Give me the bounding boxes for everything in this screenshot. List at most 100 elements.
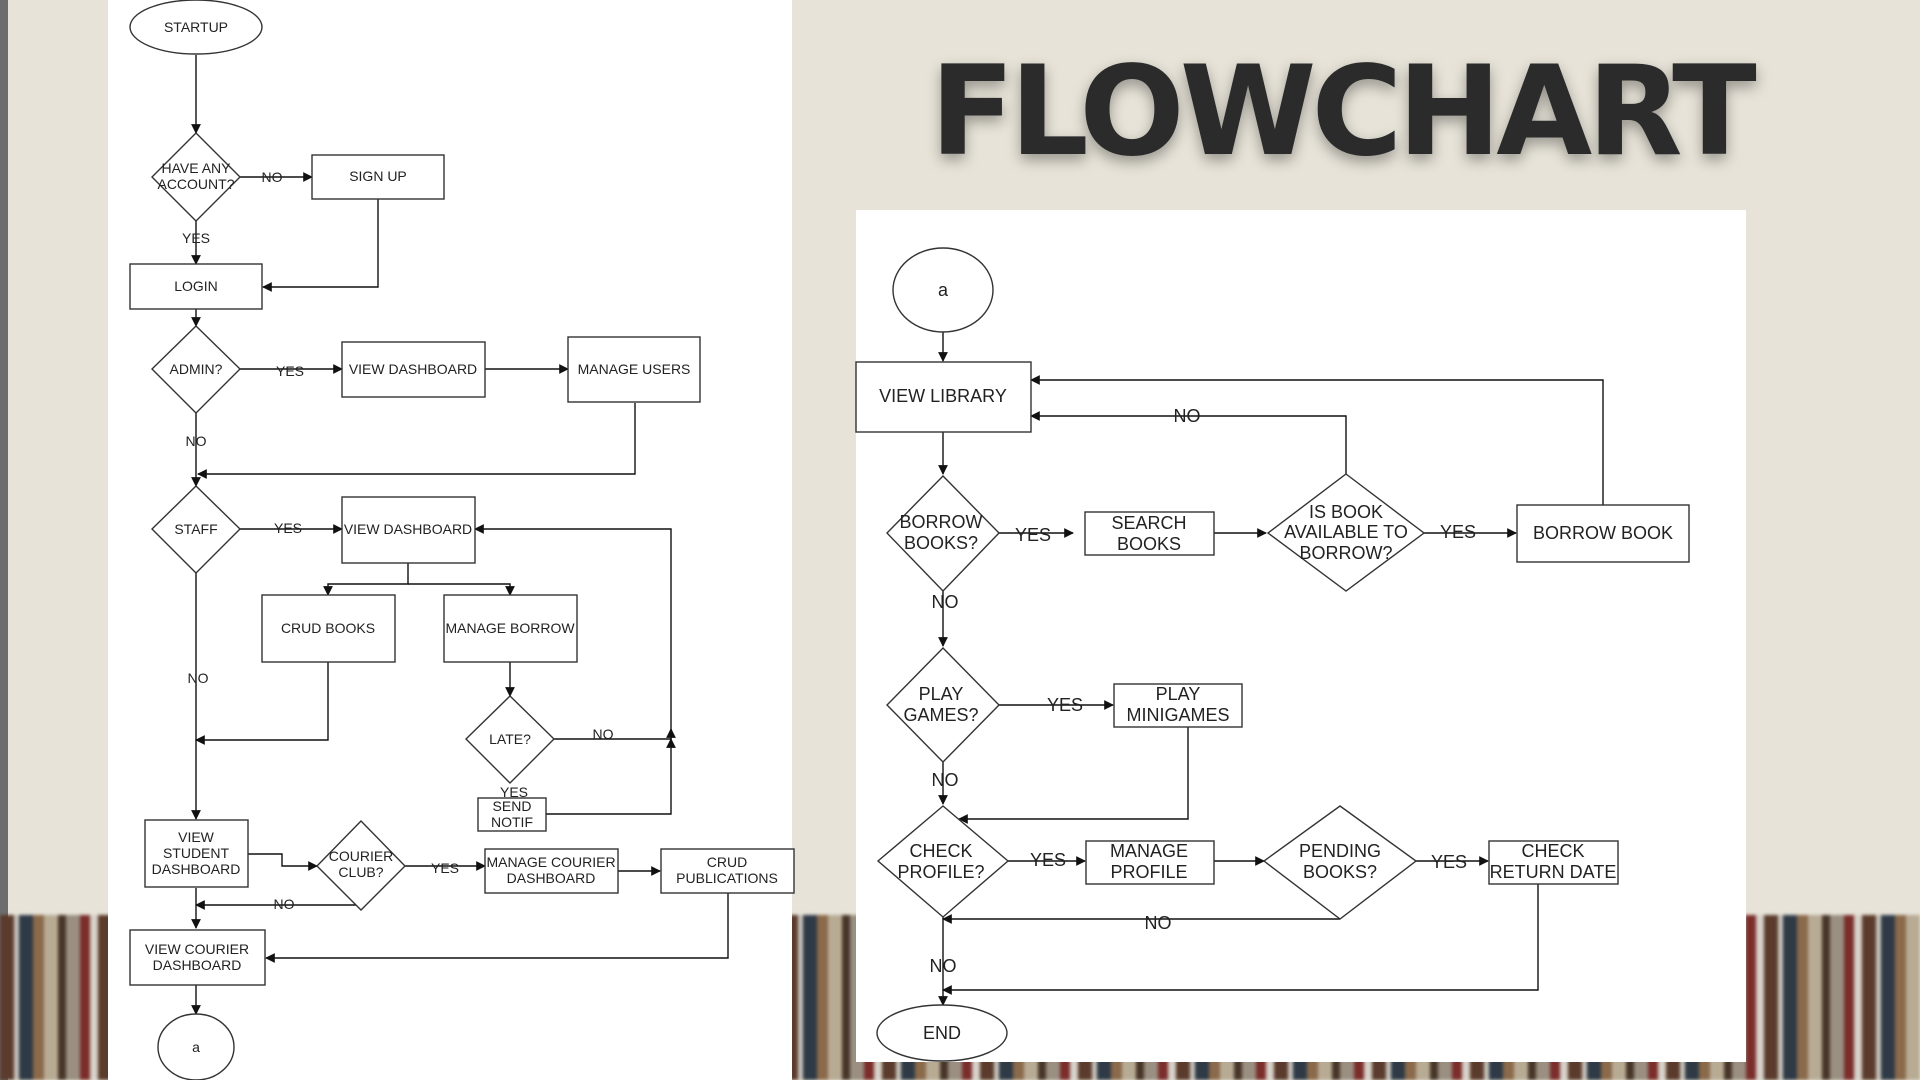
node-have-account-decision: HAVE ANY ACCOUNT? bbox=[151, 132, 241, 222]
node-startup: STARTUP bbox=[129, 0, 263, 55]
svg-text:AVAILABLE TO: AVAILABLE TO bbox=[1284, 522, 1408, 542]
node-crud-books: CRUD BOOKS bbox=[261, 594, 396, 663]
node-view-courier-dashboard: VIEW COURIER DASHBOARD bbox=[129, 929, 266, 986]
svg-text:MANAGE: MANAGE bbox=[1110, 841, 1188, 861]
node-search-books: SEARCH BOOKS bbox=[1084, 511, 1215, 556]
edge-label-yes: YES bbox=[276, 363, 304, 379]
right-nodes: a VIEW LIBRARY BORROW BOOKS? SEARCH BOOK… bbox=[855, 247, 1690, 1062]
node-manage-borrow: MANAGE BORROW bbox=[443, 594, 578, 663]
edge-label-yes: YES bbox=[431, 860, 459, 876]
svg-text:SEARCH: SEARCH bbox=[1111, 513, 1186, 533]
svg-text:CLUB?: CLUB? bbox=[338, 864, 383, 880]
svg-text:DASHBOARD: DASHBOARD bbox=[507, 870, 596, 886]
svg-text:DASHBOARD: DASHBOARD bbox=[152, 861, 241, 877]
svg-text:PUBLICATIONS: PUBLICATIONS bbox=[676, 870, 778, 886]
edge-label-no: NO bbox=[274, 896, 295, 912]
svg-text:BOOKS: BOOKS bbox=[1117, 534, 1181, 554]
node-manage-users: MANAGE USERS bbox=[567, 336, 701, 403]
svg-text:VIEW DASHBOARD: VIEW DASHBOARD bbox=[349, 361, 477, 377]
node-borrow-books-decision: BORROW BOOKS? bbox=[886, 475, 1000, 593]
edge-label-no: NO bbox=[932, 592, 959, 612]
slide-title: FLOWCHART bbox=[930, 40, 1757, 184]
svg-text:END: END bbox=[923, 1023, 961, 1043]
svg-text:COURIER: COURIER bbox=[329, 848, 394, 864]
left-edges bbox=[191, 55, 729, 1015]
svg-text:BOOKS?: BOOKS? bbox=[1303, 862, 1377, 882]
right-edge-labels: YES NO NO YES YES NO YES YES NO NO bbox=[930, 406, 1477, 976]
svg-text:BOOKS?: BOOKS? bbox=[904, 533, 978, 553]
svg-text:CHECK: CHECK bbox=[1521, 841, 1584, 861]
node-sign-up: SIGN UP bbox=[311, 154, 445, 200]
svg-text:PROFILE: PROFILE bbox=[1110, 862, 1187, 882]
node-end: END bbox=[876, 1004, 1008, 1062]
node-check-return-date: CHECK RETURN DATE bbox=[1488, 840, 1619, 885]
svg-text:STARTUP: STARTUP bbox=[164, 19, 228, 35]
node-courier-club-decision: COURIER CLUB? bbox=[316, 819, 406, 911]
svg-text:a: a bbox=[192, 1039, 200, 1055]
right-edges bbox=[938, 332, 1604, 1006]
node-crud-publications: CRUD PUBLICATIONS bbox=[660, 848, 795, 894]
svg-text:STUDENT: STUDENT bbox=[163, 845, 230, 861]
node-play-games-decision: PLAY GAMES? bbox=[886, 647, 1000, 763]
svg-text:VIEW LIBRARY: VIEW LIBRARY bbox=[879, 386, 1007, 406]
svg-text:VIEW: VIEW bbox=[178, 829, 215, 845]
svg-text:ACCOUNT?: ACCOUNT? bbox=[157, 176, 234, 192]
window-edge bbox=[0, 0, 8, 1080]
svg-text:MINIGAMES: MINIGAMES bbox=[1126, 705, 1229, 725]
svg-text:a: a bbox=[938, 280, 949, 300]
node-send-notif: SEND NOTIF bbox=[477, 797, 547, 832]
edge-label-yes: YES bbox=[274, 520, 302, 536]
node-view-library: VIEW LIBRARY bbox=[855, 361, 1032, 433]
svg-text:CRUD BOOKS: CRUD BOOKS bbox=[281, 620, 375, 636]
edge-label-no: NO bbox=[593, 726, 614, 742]
node-staff-decision: STAFF bbox=[151, 485, 241, 574]
node-view-dashboard-admin: VIEW DASHBOARD bbox=[341, 341, 486, 398]
edge-label-no: NO bbox=[262, 169, 283, 185]
node-admin-decision: ADMIN? bbox=[151, 325, 241, 414]
svg-text:HAVE ANY: HAVE ANY bbox=[162, 160, 232, 176]
svg-text:CRUD: CRUD bbox=[707, 854, 747, 870]
edge-label-no: NO bbox=[1174, 406, 1201, 426]
node-view-student-dashboard: VIEW STUDENT DASHBOARD bbox=[144, 819, 249, 888]
node-connector-a-right: a bbox=[892, 247, 994, 333]
edge-label-yes: YES bbox=[182, 230, 210, 246]
svg-text:GAMES?: GAMES? bbox=[903, 705, 978, 725]
node-manage-profile: MANAGE PROFILE bbox=[1085, 840, 1215, 885]
svg-text:RETURN DATE: RETURN DATE bbox=[1490, 862, 1617, 882]
node-borrow-book: BORROW BOOK bbox=[1516, 504, 1690, 563]
edge-label-no: NO bbox=[1145, 913, 1172, 933]
svg-text:STAFF: STAFF bbox=[174, 521, 217, 537]
svg-text:SIGN UP: SIGN UP bbox=[349, 168, 407, 184]
node-connector-a-left: a bbox=[157, 1013, 235, 1080]
svg-text:PLAY: PLAY bbox=[919, 684, 964, 704]
svg-text:LOGIN: LOGIN bbox=[174, 278, 218, 294]
edge-label-no: NO bbox=[186, 433, 207, 449]
svg-text:BORROW?: BORROW? bbox=[1299, 543, 1392, 563]
node-login: LOGIN bbox=[129, 263, 263, 310]
svg-text:MANAGE COURIER: MANAGE COURIER bbox=[486, 854, 615, 870]
svg-text:MANAGE USERS: MANAGE USERS bbox=[578, 361, 691, 377]
svg-text:SEND: SEND bbox=[493, 798, 532, 814]
svg-text:BORROW: BORROW bbox=[900, 512, 983, 532]
svg-text:BORROW BOOK: BORROW BOOK bbox=[1533, 523, 1673, 543]
svg-text:ADMIN?: ADMIN? bbox=[170, 361, 223, 377]
edge-label-yes: YES bbox=[1440, 522, 1476, 542]
svg-text:PLAY: PLAY bbox=[1156, 684, 1201, 704]
svg-text:PENDING: PENDING bbox=[1299, 841, 1381, 861]
edge-label-yes: YES bbox=[500, 784, 528, 800]
svg-text:DASHBOARD: DASHBOARD bbox=[153, 957, 242, 973]
svg-text:IS BOOK: IS BOOK bbox=[1309, 502, 1383, 522]
svg-text:PROFILE?: PROFILE? bbox=[897, 862, 984, 882]
edge-label-yes: YES bbox=[1015, 525, 1051, 545]
edge-label-yes: YES bbox=[1030, 850, 1066, 870]
svg-text:NOTIF: NOTIF bbox=[491, 814, 533, 830]
edge-label-yes: YES bbox=[1047, 695, 1083, 715]
edge-label-no: NO bbox=[188, 670, 209, 686]
node-view-dashboard-staff: VIEW DASHBOARD bbox=[341, 496, 476, 564]
svg-text:VIEW DASHBOARD: VIEW DASHBOARD bbox=[344, 521, 472, 537]
edge-label-yes: YES bbox=[1431, 852, 1467, 872]
svg-text:LATE?: LATE? bbox=[489, 731, 531, 747]
right-diagram-panel bbox=[856, 210, 1746, 1062]
svg-text:CHECK: CHECK bbox=[909, 841, 972, 861]
